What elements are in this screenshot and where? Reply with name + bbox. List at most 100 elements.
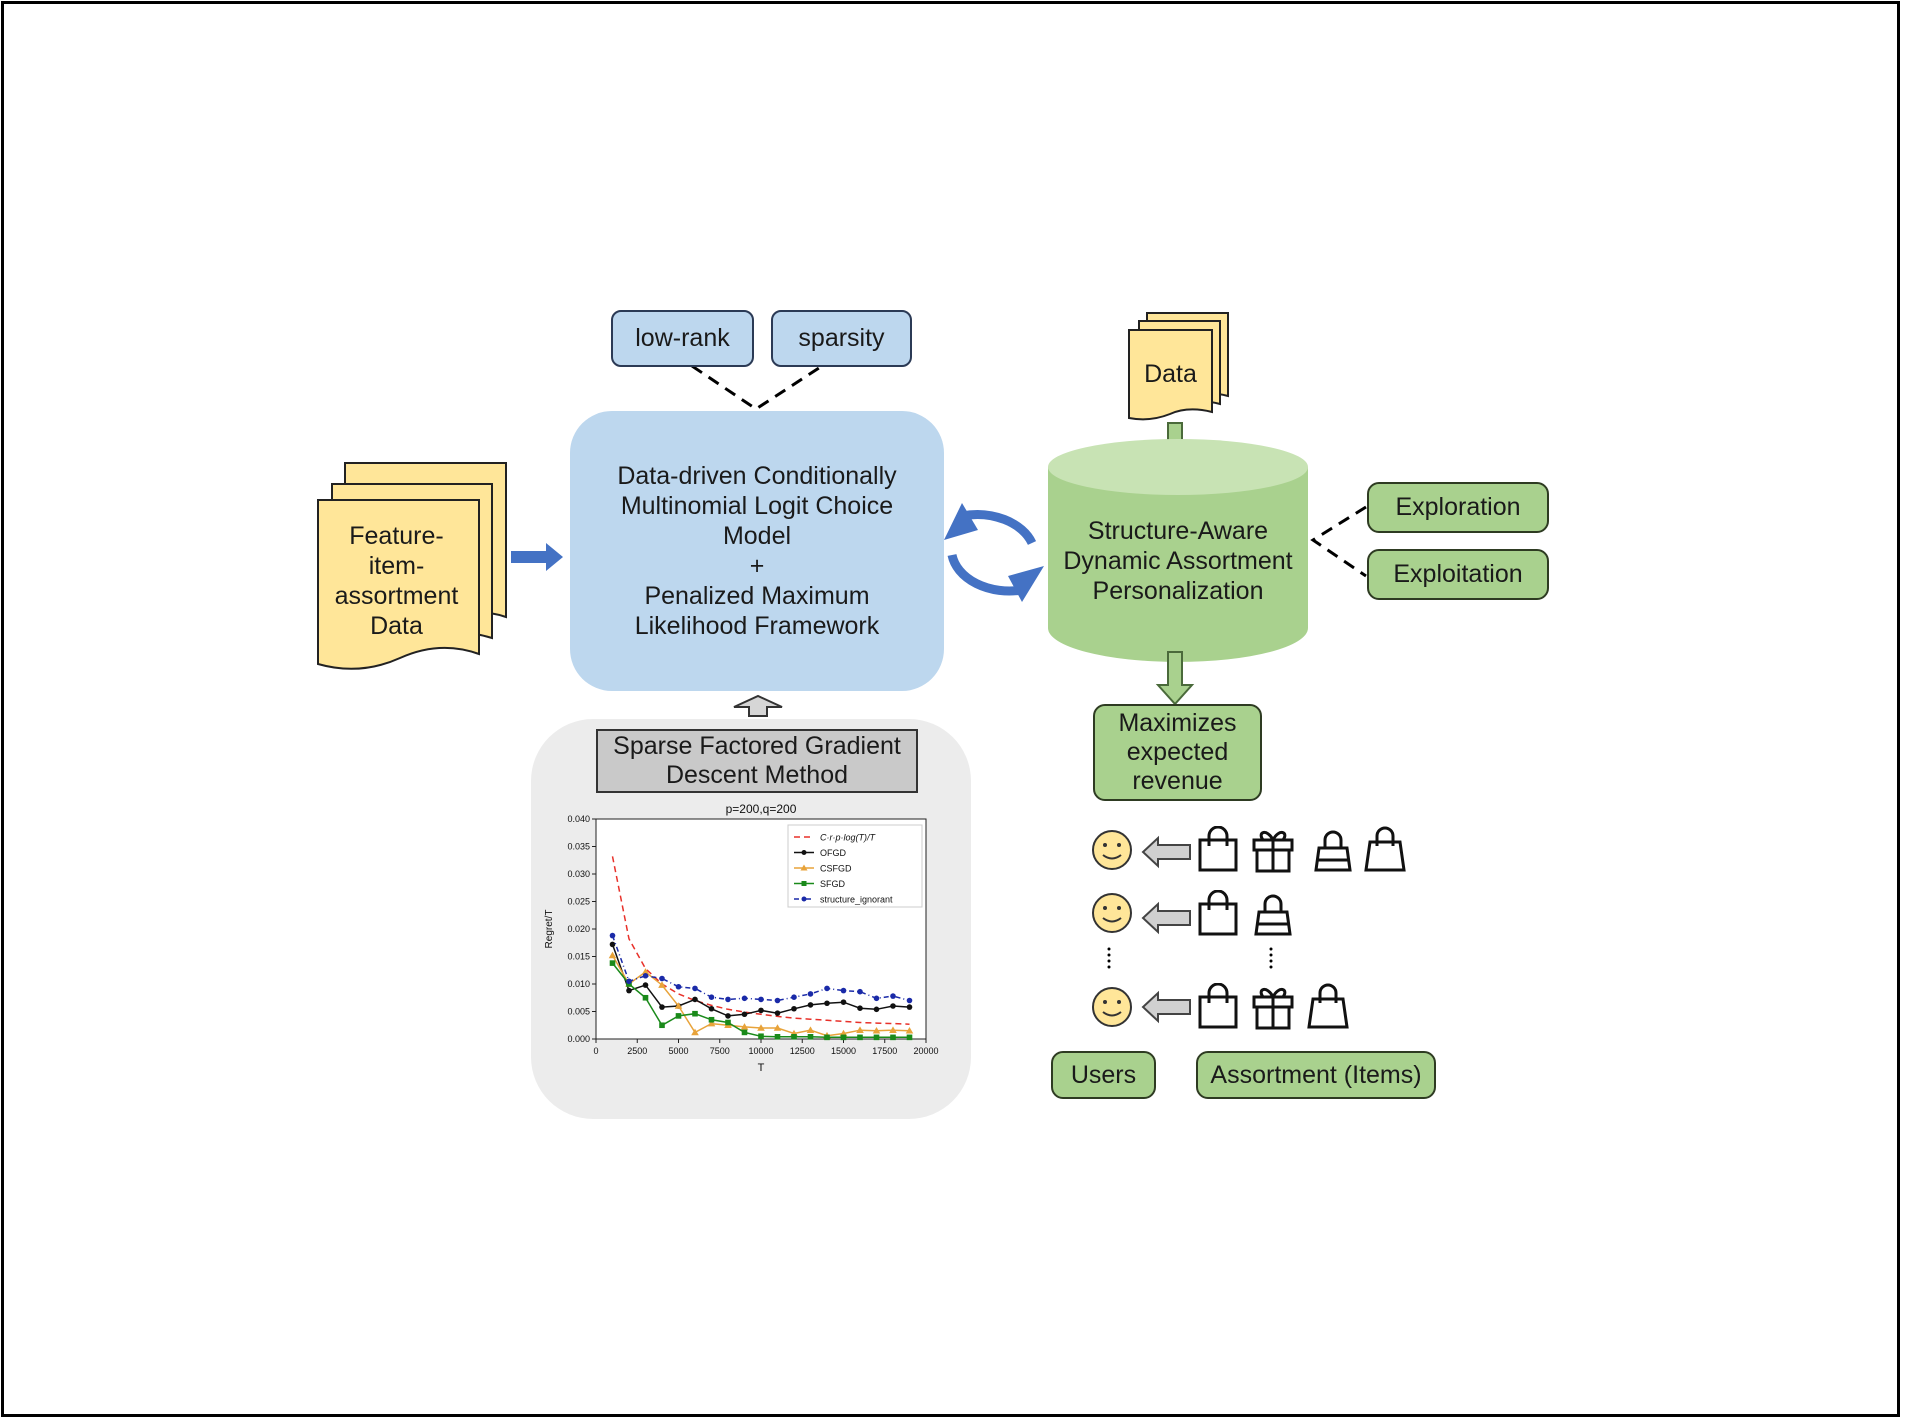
model-line-1: Data-driven Conditionally — [617, 462, 897, 490]
cylinder-shape — [1048, 439, 1308, 662]
data-point-marker — [642, 972, 649, 979]
users-tag: Users — [1051, 1051, 1156, 1099]
data-point-marker — [824, 1000, 830, 1007]
smiley-face-icon — [1092, 893, 1132, 933]
feature-line-3: assortment — [334, 582, 459, 610]
data-point-marker — [906, 997, 913, 1004]
data-point-marker — [675, 983, 682, 990]
feature-line-4: Data — [370, 612, 423, 640]
legend-box — [787, 824, 923, 908]
sparsity-tag: sparsity — [771, 310, 912, 367]
cycle-arrowhead-left — [944, 503, 978, 540]
item-to-user-arrows — [1141, 835, 1191, 1024]
model-line-2: Multinomial Logit Choice — [620, 492, 894, 520]
data-point-marker — [800, 864, 808, 871]
data-point-marker — [801, 896, 807, 902]
data-point-marker — [889, 1026, 897, 1033]
vertical-ellipsis — [1107, 947, 1273, 969]
y-tick-label: 0.025 — [567, 897, 590, 907]
gift-box-icon — [1252, 831, 1294, 873]
x-tick-label: 5000 — [668, 1046, 688, 1056]
shopping-bag-icon — [1198, 983, 1238, 1029]
feature-data-document-icon — [317, 462, 507, 670]
gift-box-icon — [1252, 988, 1294, 1030]
exploitation-tag: Exploitation — [1367, 549, 1549, 600]
data-point-marker — [906, 1004, 913, 1010]
method-line-2: Descent Method — [665, 761, 849, 789]
data-point-marker — [807, 1002, 814, 1008]
data-point-marker — [758, 1033, 764, 1040]
x-tick-label: 17500 — [872, 1046, 897, 1056]
y-tick-label: 0.040 — [567, 814, 590, 824]
y-tick-label: 0.010 — [567, 979, 590, 989]
data-point-marker — [890, 993, 896, 999]
handbag-icon — [1314, 830, 1352, 872]
legend-label: SFGD — [820, 879, 846, 889]
tag-connector-lines — [691, 364, 823, 411]
data-point-marker — [906, 1034, 913, 1041]
data-point-marker — [609, 960, 616, 966]
data-point-marker — [692, 996, 698, 1003]
data-doc-label: Data — [1144, 359, 1197, 388]
main-model-box: Data-driven Conditionally Multinomial Lo… — [570, 411, 944, 691]
data-point-marker — [824, 1034, 830, 1041]
data-point-marker — [608, 951, 617, 959]
cylinder-label: Structure-Aware Dynamic Assortment Perso… — [1048, 513, 1308, 609]
data-point-marker — [791, 1034, 797, 1040]
data-point-marker — [840, 1034, 847, 1041]
data-point-marker — [708, 1005, 715, 1012]
revenue-box: Maximizes expected revenue — [1093, 704, 1262, 801]
data-point-marker — [741, 1029, 748, 1036]
feature-line-1: Feature- — [349, 522, 444, 550]
model-line-4: + — [749, 552, 765, 580]
data-point-marker — [658, 981, 666, 988]
data-point-marker — [659, 1004, 665, 1010]
data-point-marker — [824, 985, 830, 992]
model-line-5: Penalized Maximum — [644, 582, 870, 610]
x-tick-label: 20000 — [913, 1046, 938, 1056]
shopping-bag-icon — [1364, 826, 1406, 872]
data-point-marker — [707, 1019, 716, 1027]
data-point-marker — [741, 995, 748, 1002]
data-point-marker — [791, 1005, 797, 1012]
data-point-marker — [801, 881, 807, 886]
cylinder-line-2: Dynamic Assortment — [1063, 547, 1293, 575]
data-point-marker — [801, 850, 807, 855]
legend-label: OFGD — [820, 848, 846, 858]
model-line-6: Likelihood Framework — [634, 612, 880, 640]
data-point-marker — [774, 1034, 781, 1040]
input-arrow — [511, 543, 563, 571]
x-tick-label: 0 — [593, 1046, 598, 1056]
revenue-line-3: revenue — [1132, 767, 1223, 795]
data-point-marker — [675, 1013, 682, 1019]
shopping-bag-icon — [1198, 826, 1238, 872]
shopping-bag-icon — [1198, 890, 1238, 936]
y-axis-label: Regret/T — [544, 910, 555, 949]
data-point-marker — [609, 941, 616, 948]
low-rank-tag: low-rank — [611, 310, 754, 367]
x-tick-label: 15000 — [831, 1046, 856, 1056]
data-point-marker — [659, 1022, 665, 1029]
y-tick-label: 0.020 — [567, 924, 590, 934]
x-tick-label: 10000 — [748, 1046, 773, 1056]
data-point-marker — [873, 1034, 880, 1041]
cycle-arrows-icon — [947, 510, 1037, 596]
revenue-line-2: expected — [1126, 738, 1229, 766]
exploration-tag: Exploration — [1367, 482, 1549, 533]
data-point-marker — [725, 996, 731, 1003]
legend-label: CSFGD — [820, 864, 852, 874]
x-tick-label: 7500 — [710, 1046, 730, 1056]
data-point-marker — [725, 1019, 731, 1026]
y-tick-label: 0.015 — [567, 952, 590, 962]
x-axis-label: T — [758, 1062, 765, 1074]
data-document-icon — [1128, 312, 1229, 421]
feature-line-2: item- — [368, 552, 425, 580]
data-point-marker — [708, 1016, 715, 1023]
data-point-marker — [692, 1010, 698, 1017]
model-line-3: Model — [722, 522, 792, 550]
data-point-marker — [773, 1024, 782, 1031]
cylinder-line-1: Structure-Aware — [1087, 517, 1269, 545]
data-point-marker — [857, 1005, 863, 1011]
